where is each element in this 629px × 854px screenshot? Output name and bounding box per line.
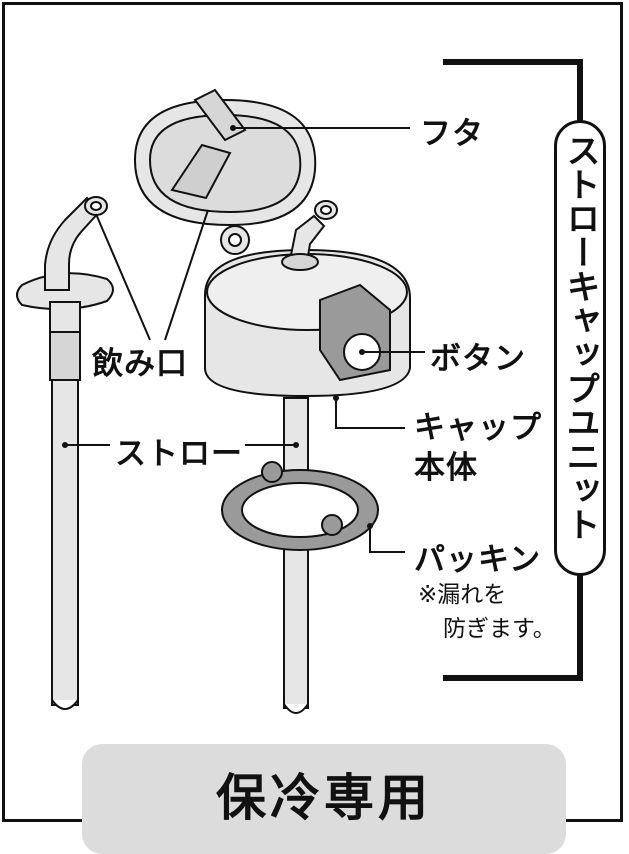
lid xyxy=(133,88,317,255)
diagram-frame xyxy=(2,2,623,822)
gasket-note-2: 防ぎます。 xyxy=(443,616,556,642)
cap-body xyxy=(204,200,411,398)
unit-label: ストローキャップユニット xyxy=(560,133,600,541)
label-mouthpiece: 飲み口 xyxy=(92,346,188,382)
label-cap-body-2: 本体 xyxy=(414,450,478,486)
parts-illustration xyxy=(16,59,583,714)
label-button: ボタン xyxy=(430,341,526,377)
label-gasket: パッキン xyxy=(414,542,542,578)
label-cap-body-1: キャップ xyxy=(414,410,542,446)
gasket xyxy=(221,461,379,551)
bottom-title: 保冷専用 xyxy=(216,769,432,827)
label-straw: ストロー xyxy=(115,436,243,472)
straw-left xyxy=(49,329,81,710)
straw-center xyxy=(283,397,309,714)
unit-label-pill: ストローキャップユニット xyxy=(554,120,606,576)
bottom-banner: 保冷専用 xyxy=(82,744,566,854)
gasket-note-1: ※漏れを xyxy=(418,582,507,608)
label-lid: フタ xyxy=(420,116,484,152)
mouthpiece-left xyxy=(16,196,114,333)
